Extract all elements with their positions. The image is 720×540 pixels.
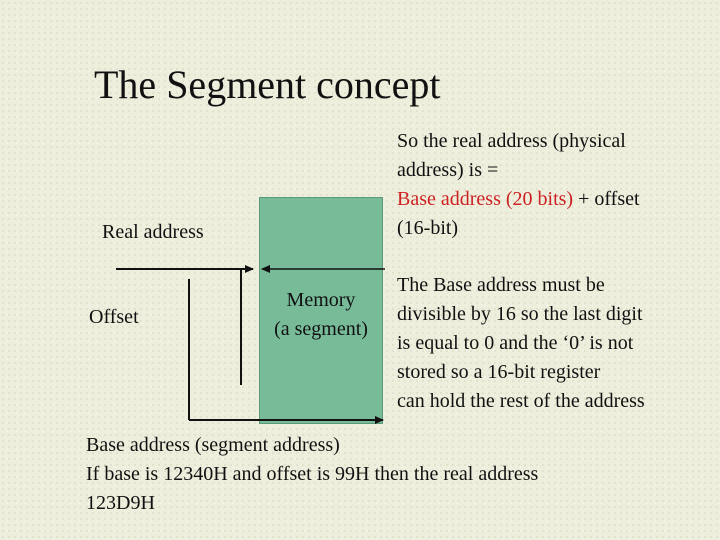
footer-line2: If base is 12340H and offset is 99H then… (86, 463, 539, 485)
base-note-line5: can hold the rest of the address (397, 390, 645, 412)
offset-label: Offset (89, 306, 139, 328)
base-note-line2: divisible by 16 so the last digit (397, 303, 643, 325)
base-note-line4: stored so a 16-bit register (397, 361, 601, 383)
memory-label-line2: (a segment) (274, 318, 368, 340)
base-address-highlight: Base address (20 bits) (397, 188, 574, 210)
footer-line1: Base address (segment address) (86, 434, 340, 456)
physical-line4: (16-bit) (397, 217, 459, 239)
memory-label-line1: Memory (286, 289, 356, 311)
plus-offset-text: + offset (573, 188, 640, 210)
real-address-label: Real address (102, 221, 204, 243)
footer-line3: 123D9H (86, 492, 155, 514)
memory-segment-label: Memory (a segment) (259, 286, 383, 344)
memory-segment-block (259, 197, 383, 424)
base-note-line3: is equal to 0 and the ‘0’ is not (397, 332, 634, 354)
footer-example-text: Base address (segment address) If base i… (86, 431, 538, 518)
base-note-line1: The Base address must be (397, 274, 605, 296)
physical-line2: address) is = (397, 159, 499, 181)
base-address-note: The Base address must be divisible by 16… (397, 271, 645, 416)
physical-address-text: So the real address (physical address) i… (397, 127, 640, 243)
slide-title: The Segment concept (94, 62, 441, 107)
physical-line3: Base address (20 bits) + offset (397, 185, 640, 214)
physical-line1: So the real address (physical (397, 130, 626, 152)
